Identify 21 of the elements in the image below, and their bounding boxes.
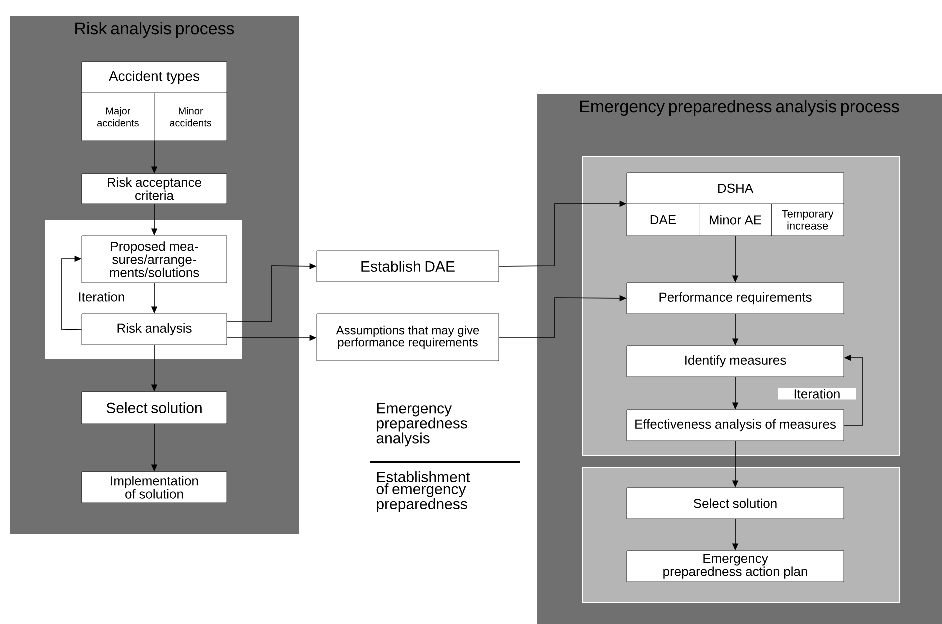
- process-box: Select solution: [626, 488, 844, 520]
- process-box: Implementation of solution: [82, 472, 228, 504]
- text-label: Establishment of emergency preparedness: [376, 472, 470, 512]
- text-label: Iteration: [79, 292, 124, 302]
- table-box: Accident types Major accidents Minor accidents: [82, 62, 228, 142]
- arrow: [62, 256, 82, 330]
- process-box: Select solution: [82, 392, 228, 424]
- process-box: Performance requirements: [626, 282, 844, 314]
- process-box: Emergency preparedness action plan: [626, 550, 844, 582]
- process-box: Effectiveness analysis of measures: [626, 410, 844, 442]
- panel-title: Risk analysis process: [76, 22, 234, 38]
- process-box: Risk analysis: [82, 314, 228, 346]
- text-label: Emergency preparedness analysis: [376, 403, 468, 447]
- process-box: Assumptions that may give performance requirements: [316, 314, 500, 362]
- process-box: Establish DAE: [316, 250, 500, 282]
- process-box: Identify measures: [626, 346, 844, 378]
- panel-title: Emergency preparedness analysis process: [580, 100, 900, 116]
- text-label: Iteration: [778, 388, 856, 400]
- process-box: Risk acceptance criteria: [82, 174, 228, 204]
- process-box: Proposed mea- sures/arrange- ments/solutions: [82, 236, 228, 284]
- table-box: DSHA DAE Minor AE Temporary increase: [626, 172, 844, 236]
